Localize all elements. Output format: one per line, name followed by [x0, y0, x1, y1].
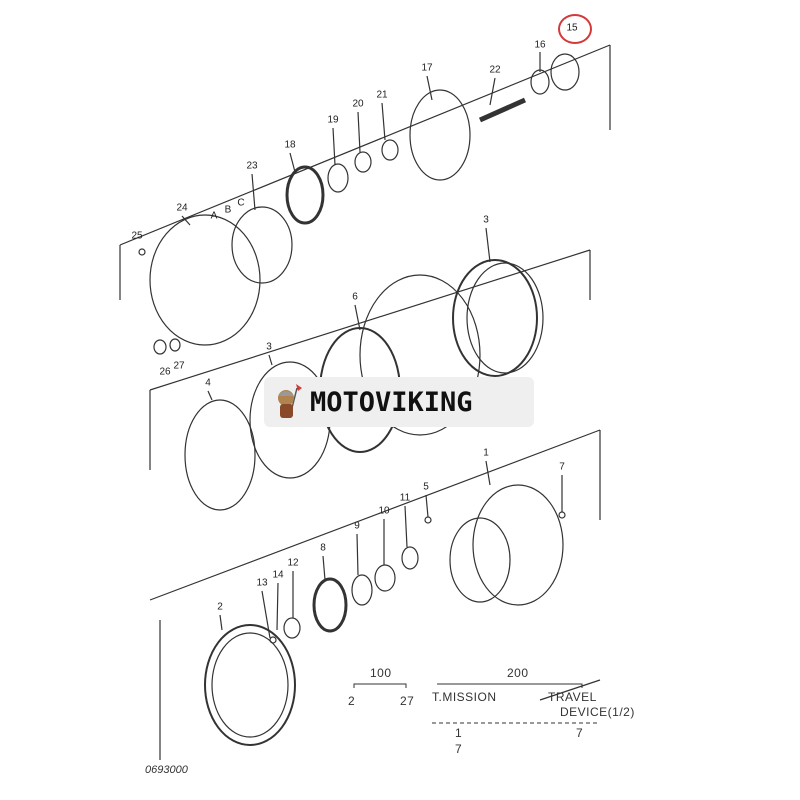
part-label: 9 [354, 520, 360, 532]
legend-100-from: 2 [348, 694, 356, 708]
part-label: 26 [159, 366, 171, 378]
part-label: C [237, 197, 245, 209]
part-label: B [224, 204, 232, 216]
watermark-banner: MOTOVIKING [264, 377, 534, 427]
part-label: 20 [352, 98, 364, 110]
part-label: 5 [423, 481, 429, 493]
part-label: 3 [266, 341, 272, 353]
drawing-code: 0693000 [145, 764, 188, 776]
part-label: 25 [131, 230, 143, 242]
part-label: 2 [217, 601, 223, 613]
part-label: 18 [284, 139, 296, 151]
part-label: 4 [205, 377, 211, 389]
legend-group-200: 200 [507, 666, 529, 680]
part-label: 16 [534, 39, 546, 51]
part-label: 19 [327, 114, 339, 126]
legend-col1-title: T.MISSION [432, 690, 497, 704]
legend-col1-value: 1 [455, 726, 463, 740]
part-label: 24 [176, 202, 188, 214]
legend-col2-title-2: DEVICE(1/2) [560, 705, 635, 719]
legend-100-to: 27 [400, 694, 415, 708]
highlight-circle [558, 14, 592, 44]
part-label: 21 [376, 89, 388, 101]
part-label: 1 [483, 447, 489, 459]
part-label: 14 [272, 569, 284, 581]
part-label: A [210, 210, 218, 222]
legend-col2-title-1: TRAVEL [548, 690, 597, 704]
part-label: 13 [256, 577, 268, 589]
part-label: 23 [246, 160, 258, 172]
legend-col1-value: 7 [455, 742, 463, 756]
part-label: 11 [399, 492, 411, 504]
part-label: 7 [559, 461, 565, 473]
legend-group-100: 100 [370, 666, 392, 680]
part-label: 8 [320, 542, 326, 554]
legend-col2-value: 7 [576, 726, 584, 740]
part-label: 15 [566, 22, 578, 34]
part-label: 10 [378, 505, 390, 517]
watermark-text: MOTOVIKING [310, 386, 473, 418]
part-label: 3 [483, 214, 489, 226]
viking-logo-icon [278, 384, 302, 418]
part-label: 6 [352, 291, 358, 303]
part-label: 27 [173, 360, 185, 372]
part-label: 22 [489, 64, 501, 76]
part-label: 12 [287, 557, 299, 569]
part-label: 17 [421, 62, 433, 74]
